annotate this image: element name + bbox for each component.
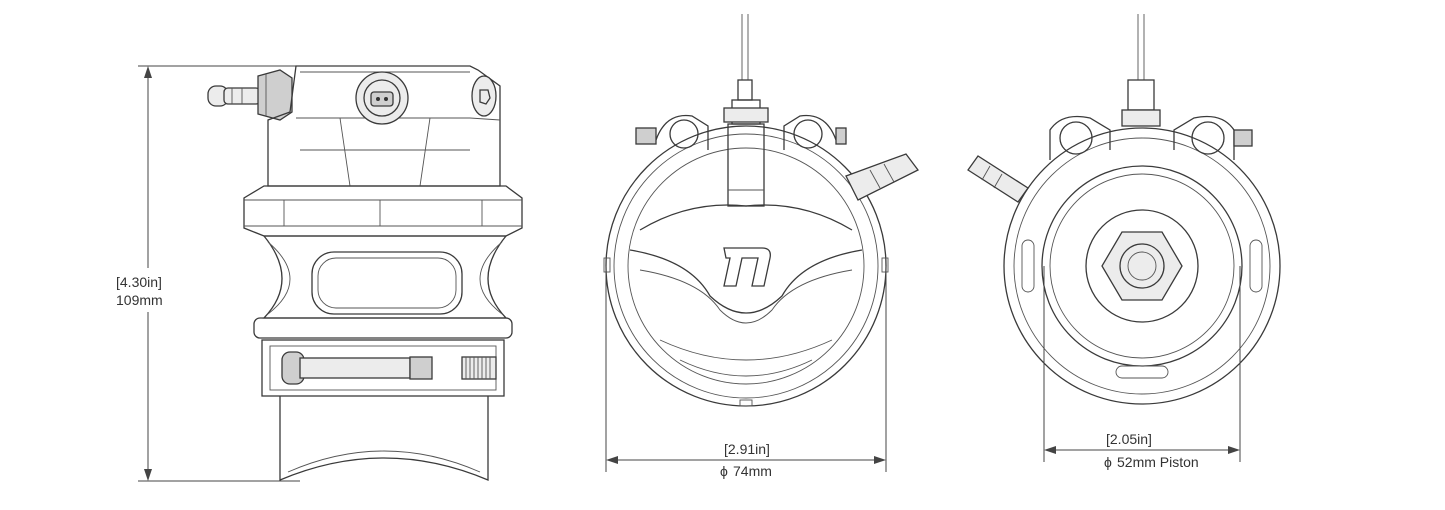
height-dimension: [4.30in] 109mm — [116, 65, 300, 482]
clamp-bolt-thread — [461, 356, 497, 380]
height-metric-label: 109mm — [116, 292, 163, 308]
clamp-assembly — [261, 339, 505, 397]
front-view: [2.91in] ϕ 74mm — [603, 14, 919, 479]
outer-diameter-imperial-label: [2.91in] — [724, 441, 770, 457]
inlet-tube — [279, 396, 489, 481]
lower-ring — [253, 317, 513, 339]
wire-leads-2 — [1121, 14, 1161, 127]
piston-diameter-dimension: [2.05in] ϕ 52mm Piston — [1043, 266, 1241, 470]
mounting-ears-2 — [1049, 115, 1253, 160]
side-view: [4.30in] 109mm — [116, 65, 523, 482]
side-hose-barb — [845, 153, 919, 201]
piston-diameter-metric-label: 52mm Piston — [1117, 454, 1199, 470]
height-imperial-label: [4.30in] — [116, 274, 162, 290]
bottom-view: [2.05in] ϕ 52mm Piston — [967, 14, 1281, 470]
diameter-symbol: ϕ — [720, 463, 728, 479]
flange-ring — [243, 185, 523, 237]
hose-barb-fitting — [207, 69, 293, 121]
center-hex-nut-icon — [1101, 231, 1183, 301]
waist-body — [262, 235, 508, 319]
diameter-symbol-2: ϕ — [1104, 454, 1112, 470]
connector-stem — [723, 99, 769, 207]
side-hose-barb-2 — [967, 155, 1029, 203]
piston-diameter-imperial-label: [2.05in] — [1106, 431, 1152, 447]
wire-leads — [737, 14, 753, 101]
top-cap — [267, 65, 501, 187]
mounting-ears — [635, 114, 847, 150]
outer-diameter-metric-label: 74mm — [733, 463, 772, 479]
brand-logo-icon — [723, 247, 771, 287]
piston-face — [629, 204, 863, 377]
outer-diameter-dimension: [2.91in] ϕ 74mm — [605, 266, 887, 479]
